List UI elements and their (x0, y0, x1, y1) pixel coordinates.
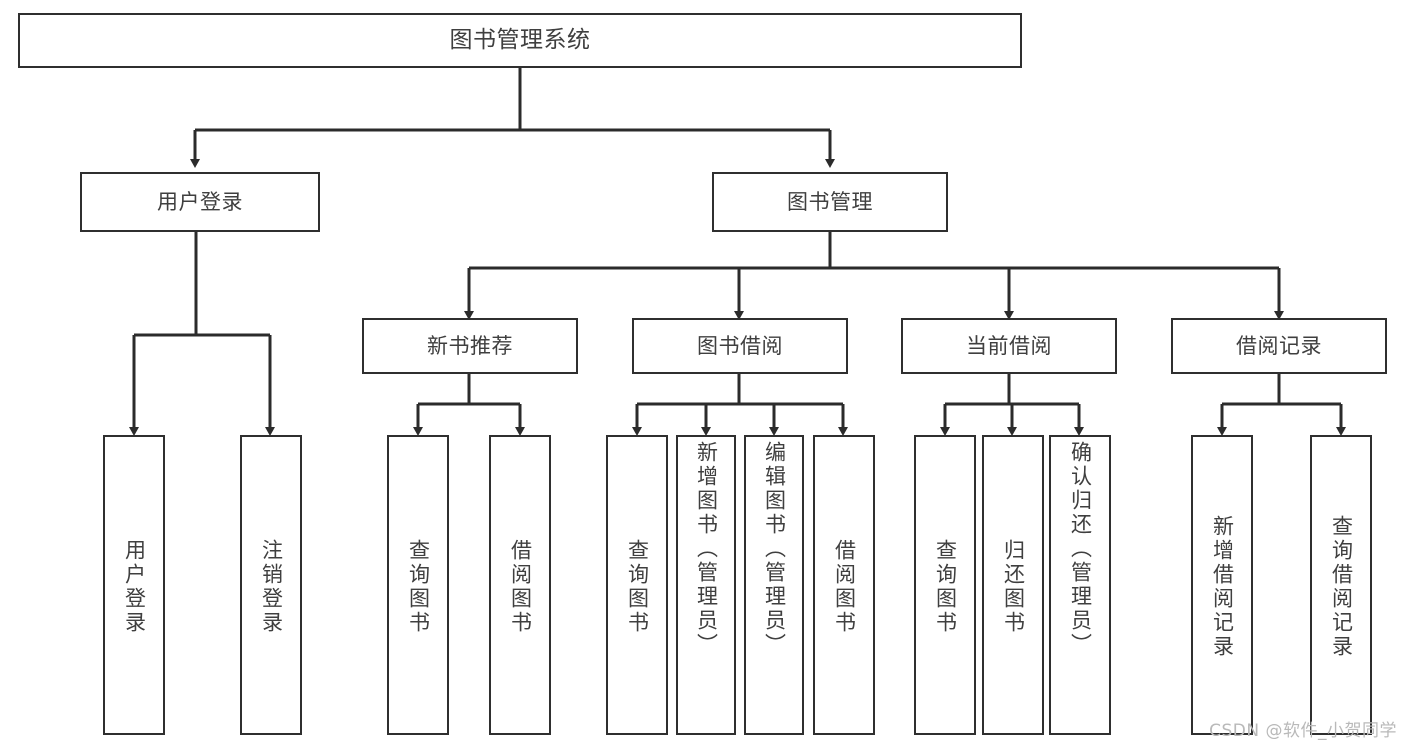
node-label: 当前借阅 (966, 333, 1052, 358)
node-label: 编辑图书（管理员） (762, 441, 787, 657)
leaf-user-login-login[interactable]: 用户登录 (103, 435, 165, 735)
node-label: 查询借阅记录 (1329, 515, 1354, 659)
leaf-new-book-query[interactable]: 查询图书 (387, 435, 449, 735)
node-label: 借阅图书 (508, 539, 533, 635)
leaf-borrow-record-query[interactable]: 查询借阅记录 (1310, 435, 1372, 735)
watermark: CSDN @软件_小贺同学 (1209, 721, 1397, 741)
node-borrow-record[interactable]: 借阅记录 (1171, 318, 1387, 374)
node-current-borrow[interactable]: 当前借阅 (901, 318, 1117, 374)
node-user-login[interactable]: 用户登录 (80, 172, 320, 232)
node-label: 查询图书 (406, 539, 431, 635)
node-label: 注销登录 (259, 539, 284, 635)
node-label: 新书推荐 (427, 333, 513, 358)
node-label: 归还图书 (1001, 539, 1026, 635)
node-label: 用户登录 (122, 539, 147, 635)
node-label: 查询图书 (625, 539, 650, 635)
node-label: 新增借阅记录 (1210, 515, 1235, 659)
node-label: 用户登录 (157, 189, 243, 214)
node-label: 图书管理 (787, 189, 873, 214)
node-label: 借阅图书 (832, 539, 857, 635)
node-label: 新增图书（管理员） (694, 441, 719, 657)
leaf-new-book-borrow[interactable]: 借阅图书 (489, 435, 551, 735)
node-label: 借阅记录 (1236, 333, 1322, 358)
leaf-user-login-logout[interactable]: 注销登录 (240, 435, 302, 735)
node-label: 图书管理系统 (449, 27, 591, 54)
leaf-current-borrow-confirm-admin[interactable]: 确认归还（管理员） (1049, 435, 1111, 735)
node-label: 确认归还（管理员） (1068, 441, 1093, 657)
leaf-borrow-record-add[interactable]: 新增借阅记录 (1191, 435, 1253, 735)
leaf-book-borrow-query[interactable]: 查询图书 (606, 435, 668, 735)
leaf-current-borrow-query[interactable]: 查询图书 (914, 435, 976, 735)
leaf-book-borrow-add-admin[interactable]: 新增图书（管理员） (676, 435, 736, 735)
node-label: 图书借阅 (697, 333, 783, 358)
node-book-management[interactable]: 图书管理 (712, 172, 948, 232)
node-new-book-recommend[interactable]: 新书推荐 (362, 318, 578, 374)
node-book-borrow[interactable]: 图书借阅 (632, 318, 848, 374)
node-label: 查询图书 (933, 539, 958, 635)
node-root-book-management-system[interactable]: 图书管理系统 (18, 13, 1022, 68)
leaf-current-borrow-return[interactable]: 归还图书 (982, 435, 1044, 735)
leaf-book-borrow-borrow[interactable]: 借阅图书 (813, 435, 875, 735)
leaf-book-borrow-edit-admin[interactable]: 编辑图书（管理员） (744, 435, 804, 735)
